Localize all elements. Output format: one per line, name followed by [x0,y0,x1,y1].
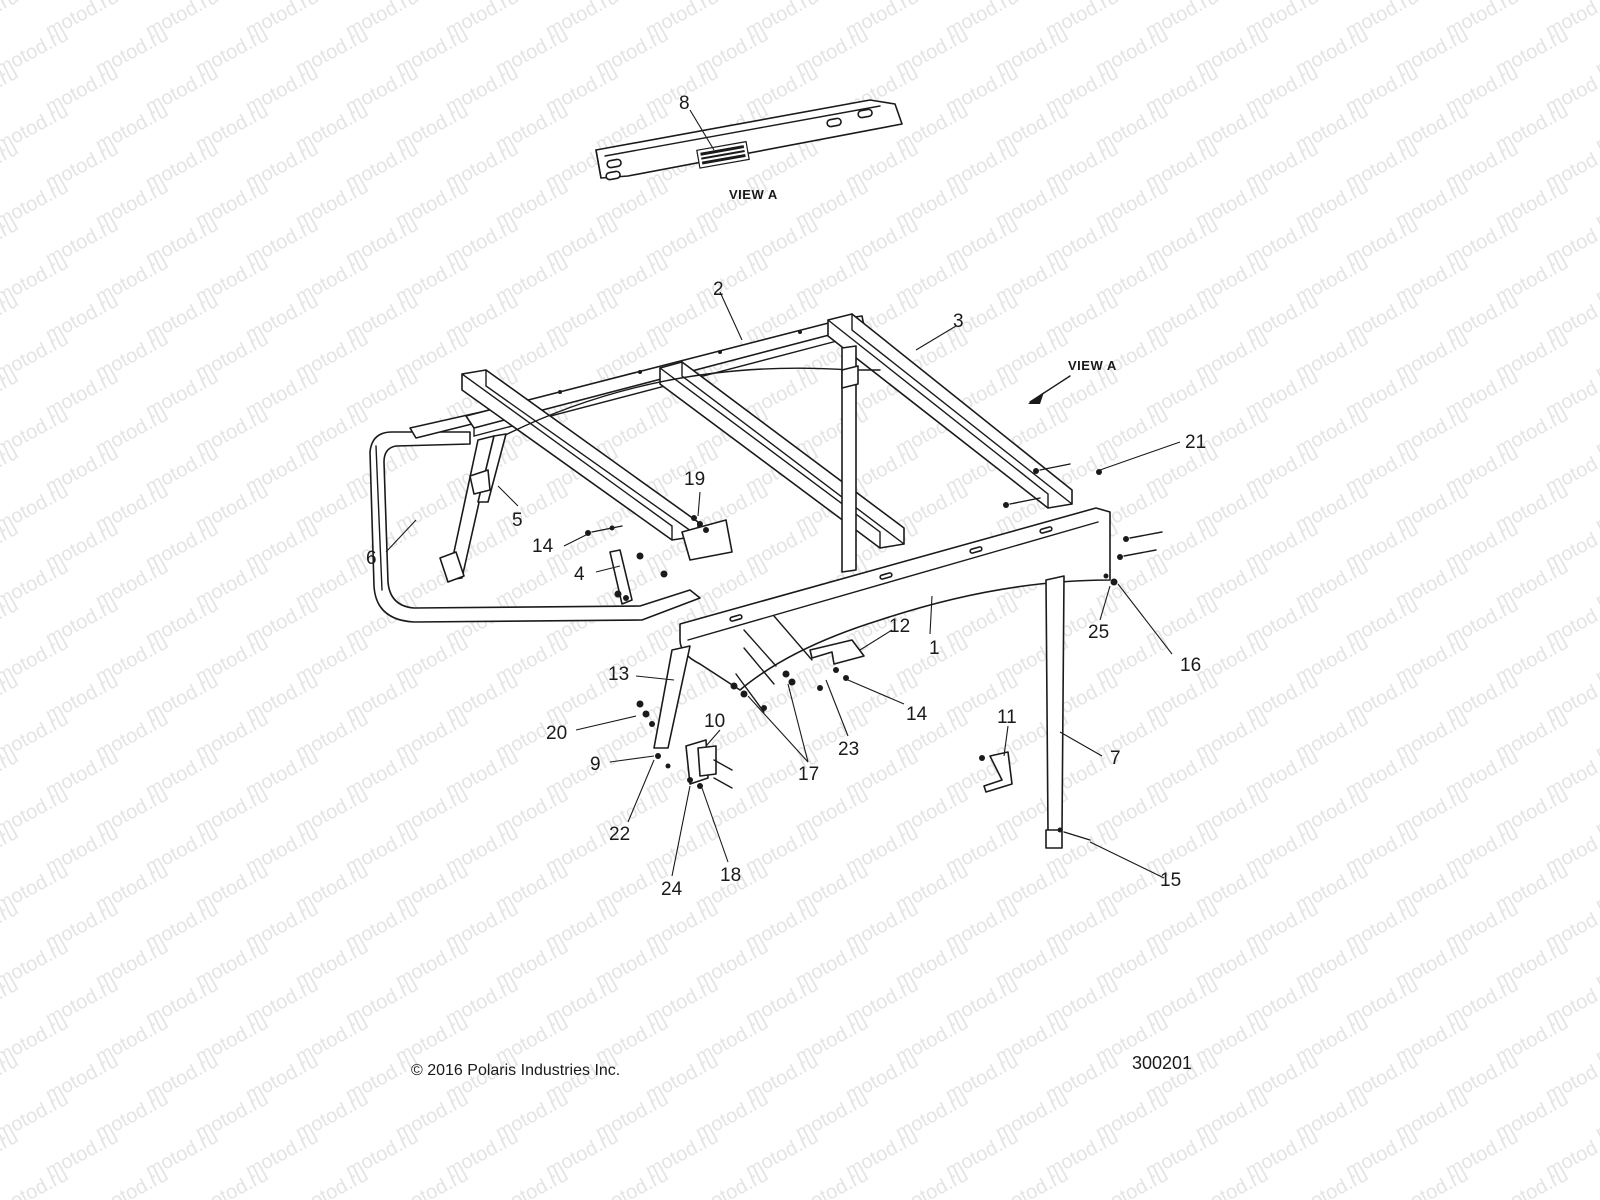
watermark-text: motod.ru [392,1164,472,1200]
watermark-text: motod.ru [1192,1164,1272,1200]
watermark-text: motod.ru [992,1164,1072,1200]
watermark-text: motod.ru [1492,1164,1572,1200]
callout-11: 11 [997,707,1017,728]
watermark-text: motod.ru [192,1164,272,1200]
callout-12: 12 [889,616,910,637]
watermark-text: motod.ru [292,1164,372,1200]
watermark-text: motod.ru [92,1164,172,1200]
callout-24: 24 [661,879,683,900]
watermark-text: motod.ru [492,1164,572,1200]
callout-13: 13 [608,664,629,685]
callout-16: 16 [1180,655,1201,676]
callout-14-left: 14 [532,536,554,557]
view-a-arrow: VIEW A [1028,358,1117,404]
callout-6: 6 [366,548,377,569]
callout-15: 15 [1160,870,1181,891]
callout-8: 8 [679,93,690,114]
diagram-number: 300201 [1132,1053,1192,1073]
watermark-text: motod.ru [1292,1164,1372,1200]
callout-17: 17 [798,764,819,785]
watermark-text: motod.ru [892,1164,972,1200]
callout-10: 10 [704,711,725,732]
view-a-detail: VIEW A [595,99,903,202]
callout-25: 25 [1088,622,1109,643]
callout-4: 4 [574,564,585,585]
watermark-text: motod.ru [592,1164,672,1200]
callout-19: 19 [684,469,705,490]
watermark-text: motod.ru [1092,1164,1172,1200]
callout-7: 7 [1110,748,1121,769]
watermark-text: motod.ru [0,1164,72,1200]
view-a-arrow-label: VIEW A [1068,358,1117,373]
watermark-text: motod.ru [692,1164,772,1200]
callout-1: 1 [929,638,940,659]
view-a-caption: VIEW A [729,187,778,202]
callout-3: 3 [953,311,964,332]
leader-lines [385,109,1181,879]
callout-23: 23 [838,739,859,760]
callout-numbers: 1 2 3 4 5 6 7 8 9 10 11 12 13 14 14 15 1… [366,93,1206,900]
watermark-text: motod.ru [1392,1164,1472,1200]
callout-2: 2 [713,279,724,300]
hardware [585,463,1163,841]
callout-20: 20 [546,723,567,744]
callout-9: 9 [590,754,601,775]
decal-label [696,140,750,169]
callout-18: 18 [720,865,741,886]
watermark-text: motod.ru [0,0,22,42]
callout-14-right: 14 [906,704,928,725]
callout-21: 21 [1185,432,1206,453]
copyright-notice: © 2016 Polaris Industries Inc. [411,1062,620,1079]
watermark-text: motod.ru [792,1164,872,1200]
callout-22: 22 [609,824,630,845]
roof-frame-assembly [369,313,1111,849]
callout-5: 5 [512,510,523,531]
watermark-text: motod.ru [1592,1164,1600,1200]
